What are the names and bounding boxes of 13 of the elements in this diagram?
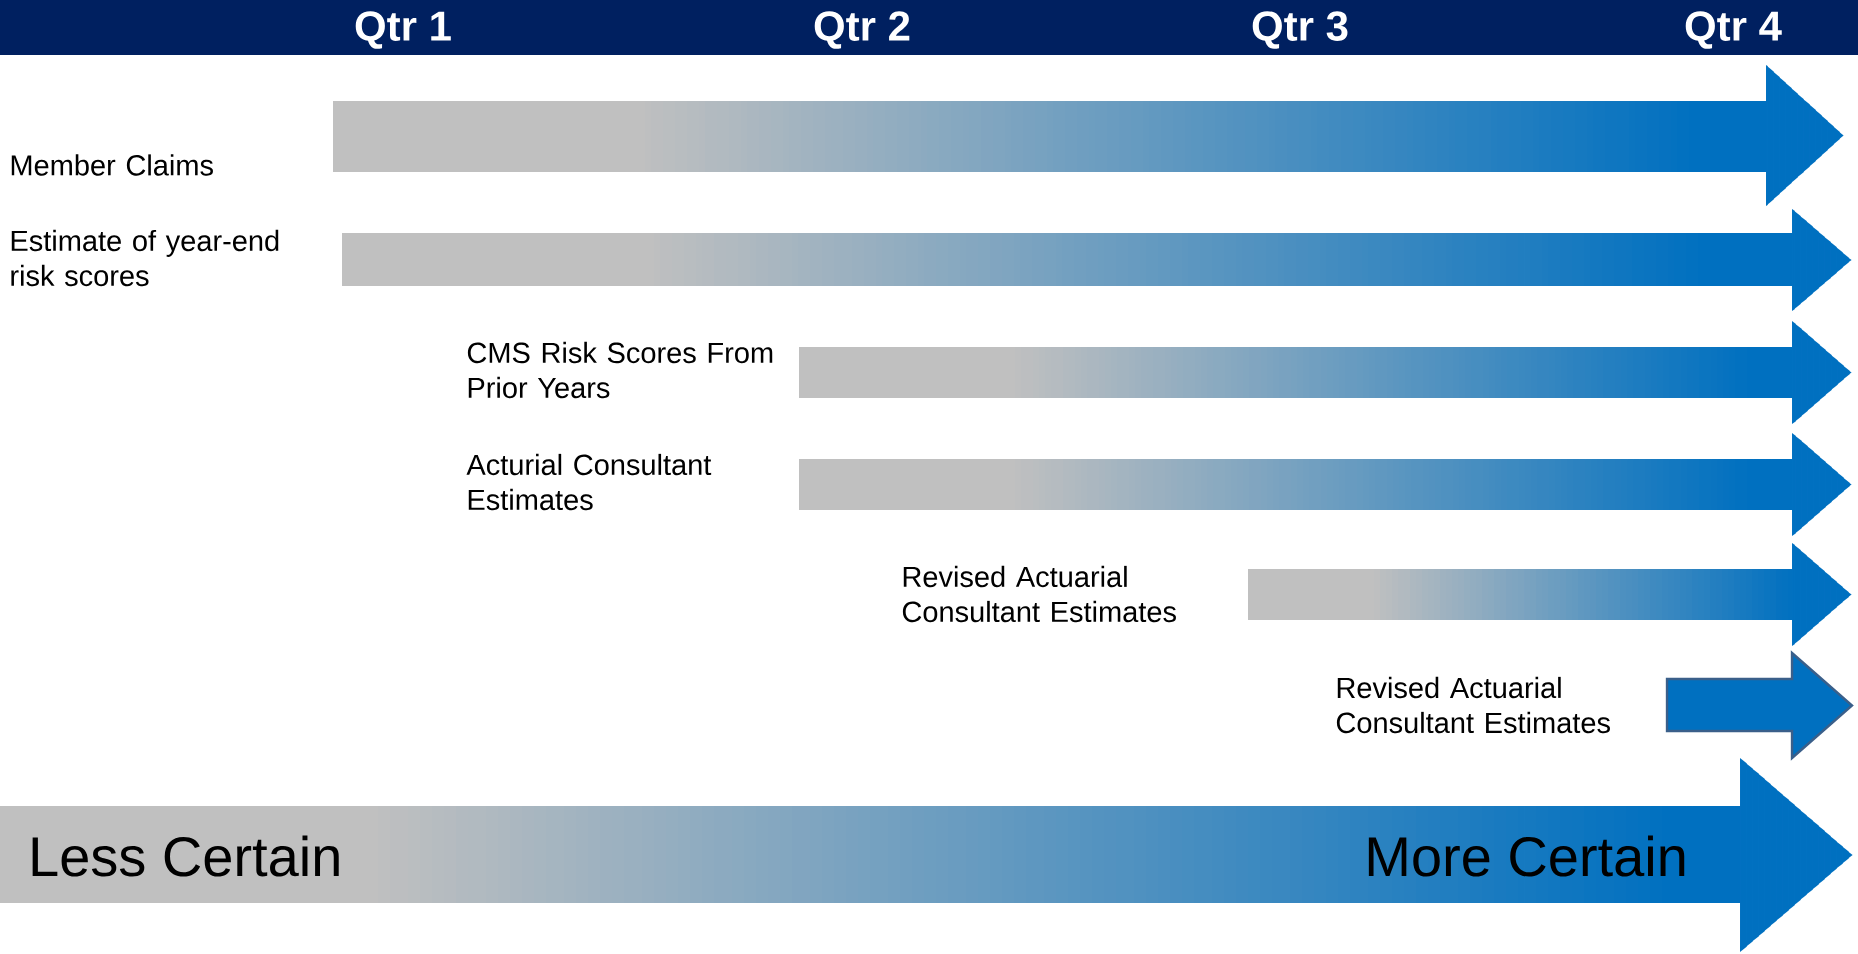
row-label: Revised Actuarial Consultant Estimates (902, 565, 1176, 623)
header-band (0, 0, 1858, 55)
quarter-label: Qtr 2 (814, 11, 910, 49)
row-label: Acturial Consultant Estimates (466, 453, 712, 511)
row-label: Revised Actuarial Consultant Estimates (1336, 676, 1610, 734)
band-label: Less Certain (32, 835, 339, 877)
row-label: CMS Risk Scores From Prior Years (467, 341, 773, 399)
quarter-label: Qtr 3 (1252, 11, 1348, 49)
quarter-label: Qtr 4 (1685, 11, 1782, 49)
row-label: Estimate of year-end risk scores (11, 229, 279, 287)
quarter-label: Qtr 1 (355, 11, 451, 49)
row-label: Member Claims (11, 154, 213, 176)
band-label: More Certain (1368, 835, 1685, 877)
